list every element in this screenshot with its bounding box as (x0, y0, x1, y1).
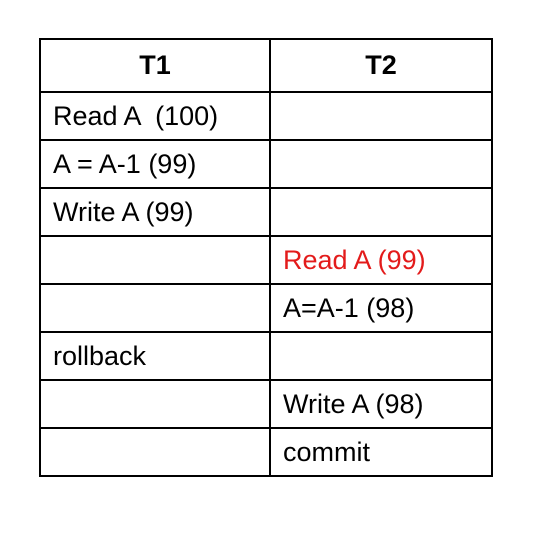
cell-t2 (269, 91, 493, 141)
cell-t2 (269, 331, 493, 381)
table-row: A=A-1 (98) (39, 283, 493, 333)
table-row: Write A (99) (39, 187, 493, 237)
table-row: A = A-1 (99) (39, 139, 493, 189)
cell-t2 (269, 139, 493, 189)
table-row: Read A (99) (39, 235, 493, 285)
cell-t1: Write A (99) (39, 187, 271, 237)
cell-t1: A = A-1 (99) (39, 139, 271, 189)
table-row: commit (39, 427, 493, 477)
cell-t1 (39, 427, 271, 477)
header-row: T1 T2 (39, 38, 493, 93)
cell-t1: rollback (39, 331, 271, 381)
cell-t1 (39, 283, 271, 333)
header-t1: T1 (39, 38, 271, 93)
header-t2: T2 (269, 38, 493, 93)
transaction-schedule-table: T1 T2 Read A (100) A = A-1 (99) Write A … (39, 38, 493, 477)
cell-t1 (39, 379, 271, 429)
cell-t2: Write A (98) (269, 379, 493, 429)
cell-t1 (39, 235, 271, 285)
table-row: rollback (39, 331, 493, 381)
cell-t2 (269, 187, 493, 237)
table-row: Read A (100) (39, 91, 493, 141)
cell-t1: Read A (100) (39, 91, 271, 141)
cell-t2: commit (269, 427, 493, 477)
table-row: Write A (98) (39, 379, 493, 429)
cell-t2: A=A-1 (98) (269, 283, 493, 333)
cell-t2-highlighted: Read A (99) (269, 235, 493, 285)
